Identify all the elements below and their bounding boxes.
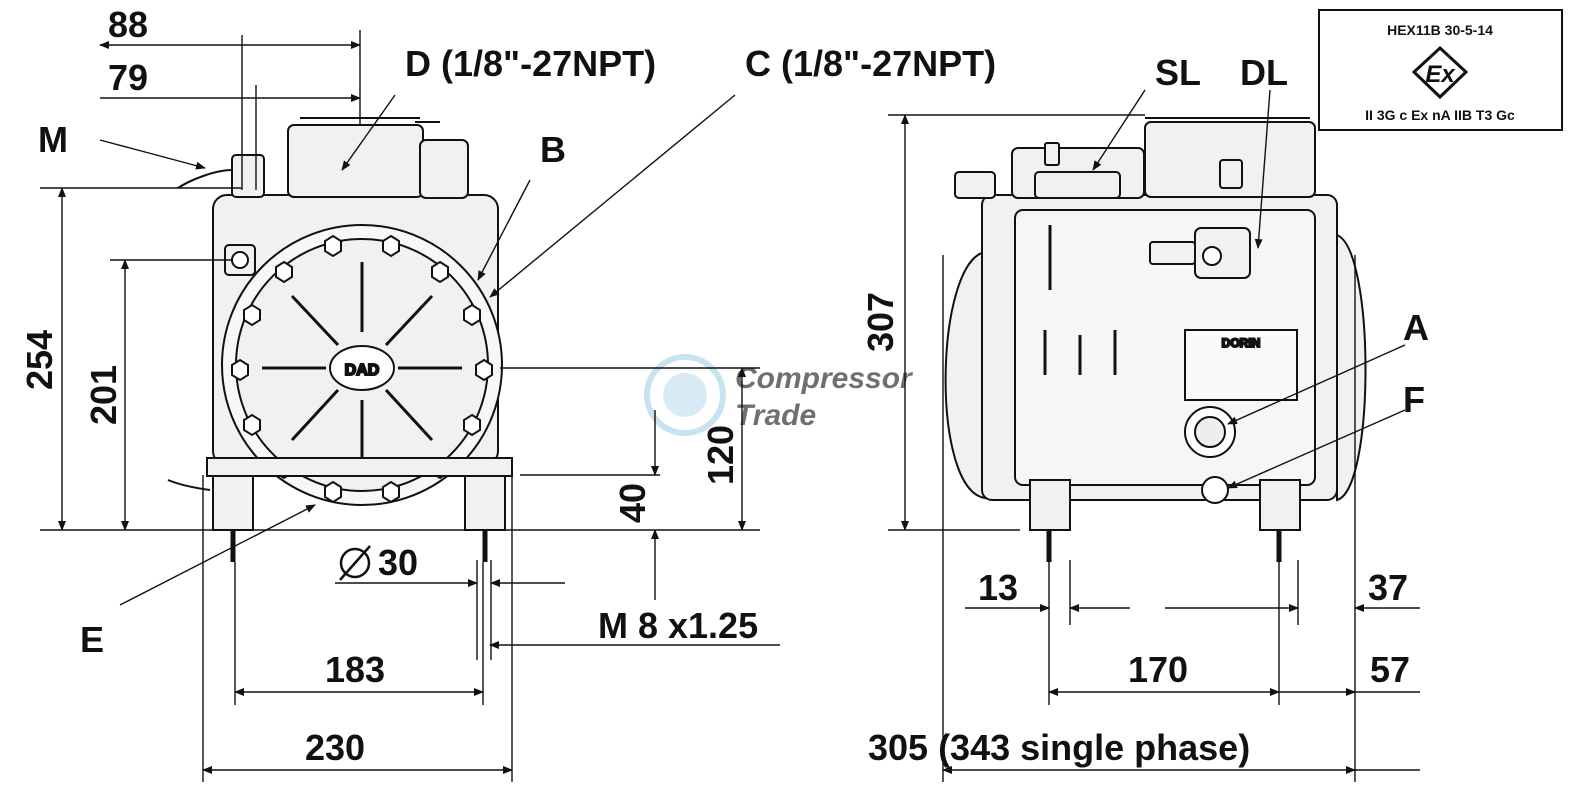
dim-37: 37 xyxy=(1368,567,1408,608)
dim-201: 201 xyxy=(83,365,124,425)
side-view-dimensions xyxy=(888,89,1420,782)
certification-box: HEX11B 30-5-14 Ex II 3G c Ex nA IIB T3 G… xyxy=(1318,9,1563,131)
label-m: M xyxy=(38,119,68,160)
dim-thread: M 8 x1.25 xyxy=(598,605,758,646)
dim-170: 170 xyxy=(1128,649,1188,690)
side-view: DORIN xyxy=(944,117,1367,562)
label-e: E xyxy=(80,619,104,660)
cert-marking: II 3G c Ex nA IIB T3 Gc xyxy=(1365,107,1515,123)
dim-40: 40 xyxy=(612,483,653,523)
dim-305: 305 (343 single phase) xyxy=(868,727,1250,768)
front-view: DAD xyxy=(167,117,513,562)
dim-57: 57 xyxy=(1370,649,1410,690)
dim-254: 254 xyxy=(19,330,60,390)
label-sl: SL xyxy=(1155,52,1201,93)
watermark-globe-icon xyxy=(644,354,726,436)
label-d: D (1/8"-27NPT) xyxy=(405,43,656,84)
watermark-line1: Compressor xyxy=(735,362,914,395)
dim-307: 307 xyxy=(860,292,901,352)
dim-120: 120 xyxy=(700,425,741,485)
ex-symbol: Ex xyxy=(1425,61,1456,88)
dim-79: 79 xyxy=(108,57,148,98)
front-view-dimensions xyxy=(40,30,780,782)
watermark: Compressor Trade xyxy=(644,354,914,436)
cert-code: HEX11B 30-5-14 xyxy=(1387,22,1493,38)
dim-230: 230 xyxy=(305,727,365,768)
side-view-labels: SL DL A F 307 13 37 170 57 305 (343 sing… xyxy=(860,52,1429,768)
nameplate-text: DORIN xyxy=(1222,336,1261,350)
front-view-labels: 88 79 D (1/8"-27NPT) C (1/8"-27NPT) M B … xyxy=(19,4,996,768)
dim-30: 30 xyxy=(378,542,418,583)
diameter-icon xyxy=(339,545,371,581)
label-a: A xyxy=(1403,307,1429,348)
dim-88: 88 xyxy=(108,4,148,45)
label-dl: DL xyxy=(1240,52,1288,93)
label-b: B xyxy=(540,129,566,170)
ex-hexagon-icon: Ex xyxy=(1411,45,1469,100)
dim-13: 13 xyxy=(978,567,1018,608)
label-f: F xyxy=(1403,379,1425,420)
dim-183: 183 xyxy=(325,649,385,690)
cover-logo: DAD xyxy=(345,362,380,379)
watermark-line2: Trade xyxy=(735,399,816,432)
label-c: C (1/8"-27NPT) xyxy=(745,43,996,84)
